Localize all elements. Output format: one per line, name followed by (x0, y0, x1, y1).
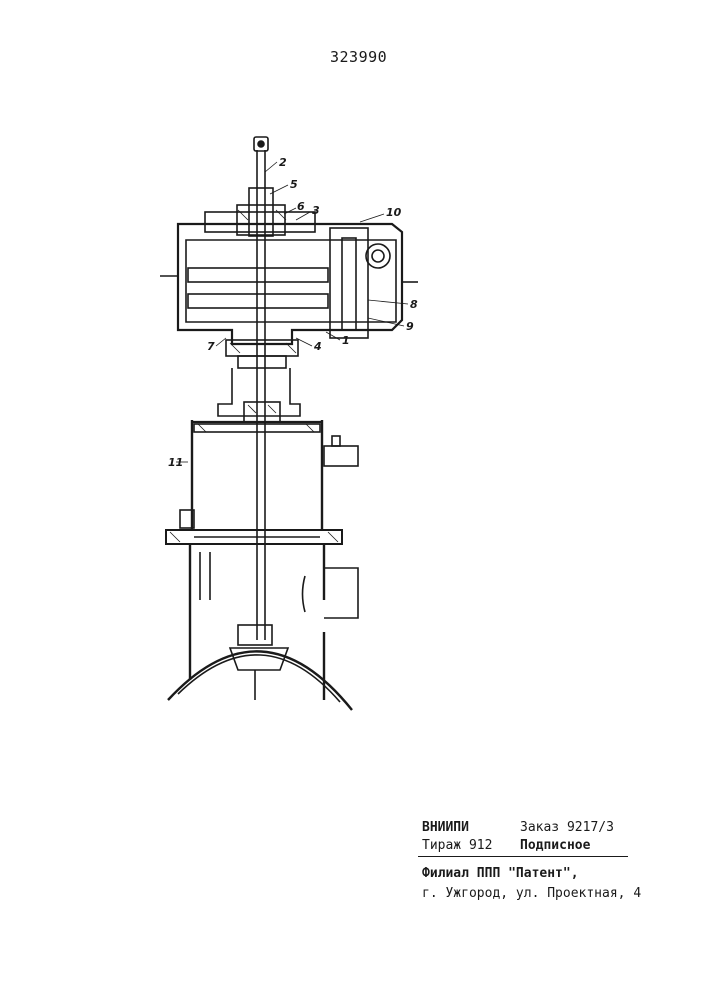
callout-5: 5 (290, 178, 298, 191)
imprint-circulation: Тираж 912 (422, 836, 492, 856)
imprint-order: Заказ 9217/3 (520, 818, 614, 838)
callout-9: 9 (406, 320, 414, 333)
callout-4: 4 (313, 340, 322, 353)
imprint-org: ВНИИПИ (422, 818, 469, 838)
imprint-subscription: Подписное (520, 836, 590, 856)
callout-8: 8 (410, 298, 418, 311)
imprint-address: г. Ужгород, ул. Проектная, 4 (422, 884, 641, 904)
callout-11: 11 (168, 456, 183, 469)
imprint-divider (418, 856, 628, 857)
callout-2: 2 (279, 156, 287, 169)
callout-3: 3 (312, 204, 320, 217)
callout-7: 7 (207, 340, 215, 353)
callout-6: 6 (297, 200, 305, 213)
callout-1: 1 (342, 334, 350, 347)
imprint-branch: Филиал ППП "Патент", (422, 864, 579, 884)
callout-10: 10 (386, 206, 402, 219)
